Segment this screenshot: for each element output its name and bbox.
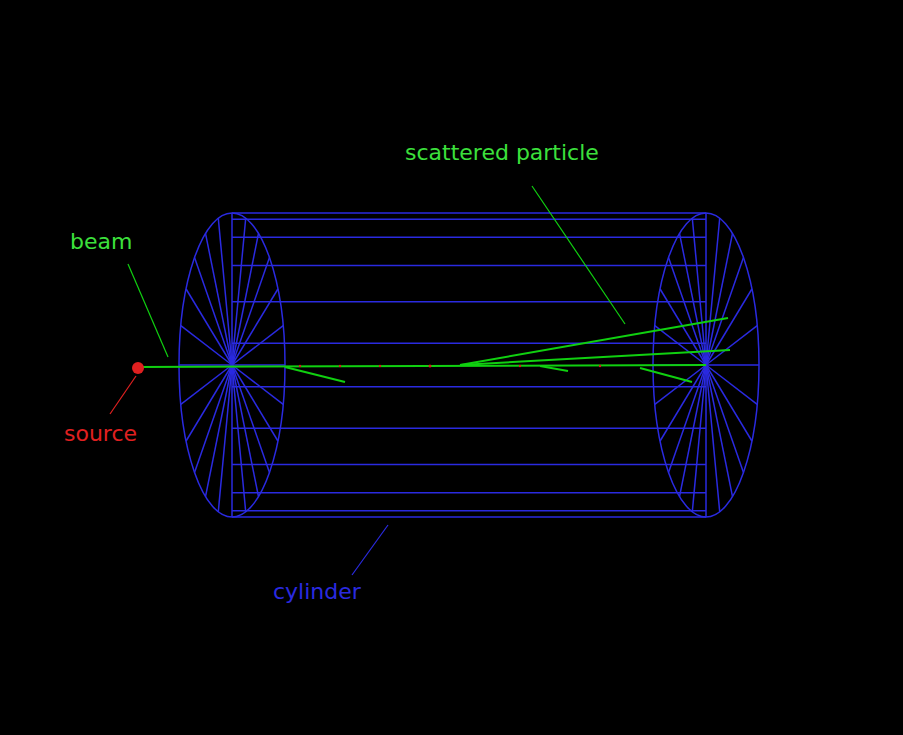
cylinder-generatrix [232,386,706,388]
cylinder-spoke [706,365,733,497]
cylinder-spoke [186,365,232,441]
cylinder-spoke [179,364,232,366]
cylinder-generatrix [232,427,706,429]
cylinder-spoke [706,365,720,512]
part-label: cylinder [273,580,361,604]
cylinder-spoke [181,365,232,404]
track-hits [299,365,601,368]
part-label: scattered particle [405,141,599,165]
cylinder-spoke [232,326,283,365]
cylinder-generatrix [232,492,706,494]
leader-line [128,264,168,357]
cylinder-spoke [705,213,707,365]
cylinder-spoke [206,233,233,365]
secondary-track [640,368,692,382]
cylinder-generatrix [232,218,706,220]
leader-line [352,525,388,575]
scattered-track [460,350,730,365]
leader-line [110,376,136,414]
cylinder-generatrix [232,464,706,466]
cylinder-spoke [706,289,752,365]
cylinder-end-left [179,213,285,517]
part-label: beam [70,230,132,254]
beam-track [138,365,706,367]
cylinder-spoke [181,326,232,365]
leader-line [532,186,625,324]
part-label: source [64,422,137,446]
cylinder-spoke [706,326,757,365]
cylinder-spoke [231,213,233,365]
cylinder-spoke [655,326,706,365]
cylinder-spoke [705,365,707,517]
cylinder-generatrix [232,516,706,518]
cylinder-generatrix [232,301,706,303]
cylinder-spoke [706,365,757,404]
cylinder-spoke [231,365,233,517]
cylinder-spoke [232,365,283,404]
source-dot [132,362,144,374]
cylinder-spoke [232,289,278,365]
particle-tracks [138,318,730,382]
cylinder-spoke [218,365,232,512]
cylinder-spoke [232,365,259,497]
cylinder-spoke [706,218,720,365]
cylinder-generatrix [232,265,706,267]
secondary-track [540,366,568,371]
cylinder-spoke [680,233,707,365]
secondary-track [285,367,345,382]
cylinder-spoke [218,218,232,365]
cylinder-spoke [706,364,759,366]
cylinder-generatrix [232,343,706,345]
cylinder-spoke [660,365,706,441]
cylinder-generatrix [232,212,706,214]
cylinder-generatrix [232,236,706,238]
cylinder-spoke [655,365,706,404]
cylinder-generatrix [232,510,706,512]
